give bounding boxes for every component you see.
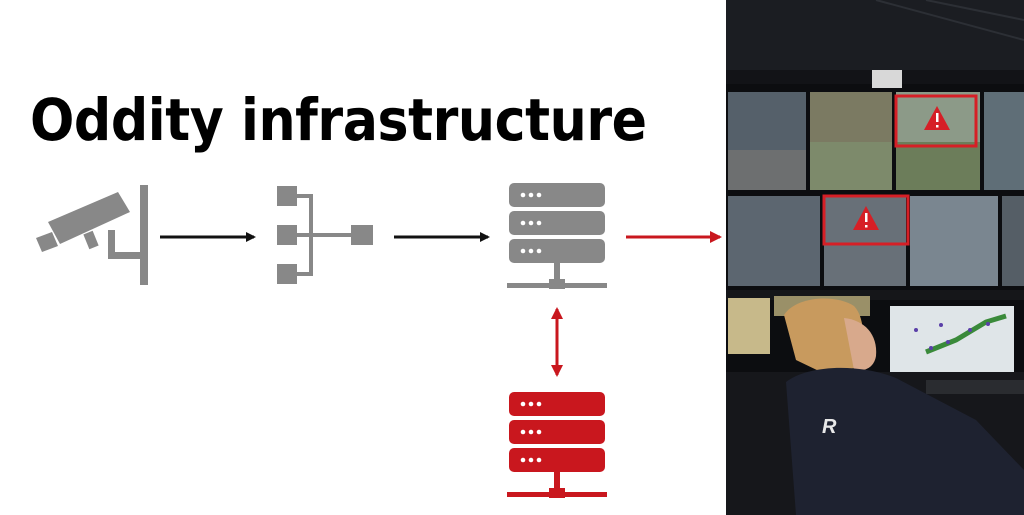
control-room-photo: R — [726, 0, 1024, 515]
video-wall-row-1 — [728, 92, 1024, 190]
network-hub-icon — [277, 186, 373, 284]
oddity-server-icon — [507, 392, 607, 498]
operator-person: R — [784, 298, 1024, 515]
keyboard — [926, 380, 1024, 394]
alert-box-1 — [894, 94, 978, 148]
wall-sign — [872, 70, 902, 88]
svg-text:R: R — [822, 416, 837, 438]
video-wall-row-2 — [728, 196, 1024, 286]
infrastructure-diagram — [36, 183, 722, 498]
desk-monitor-left — [728, 298, 770, 354]
page-title: Oddity infrastructure — [30, 86, 647, 154]
server-rack-icon — [507, 183, 607, 289]
cctv-camera-icon — [36, 185, 148, 285]
alert-box-2 — [822, 194, 910, 246]
